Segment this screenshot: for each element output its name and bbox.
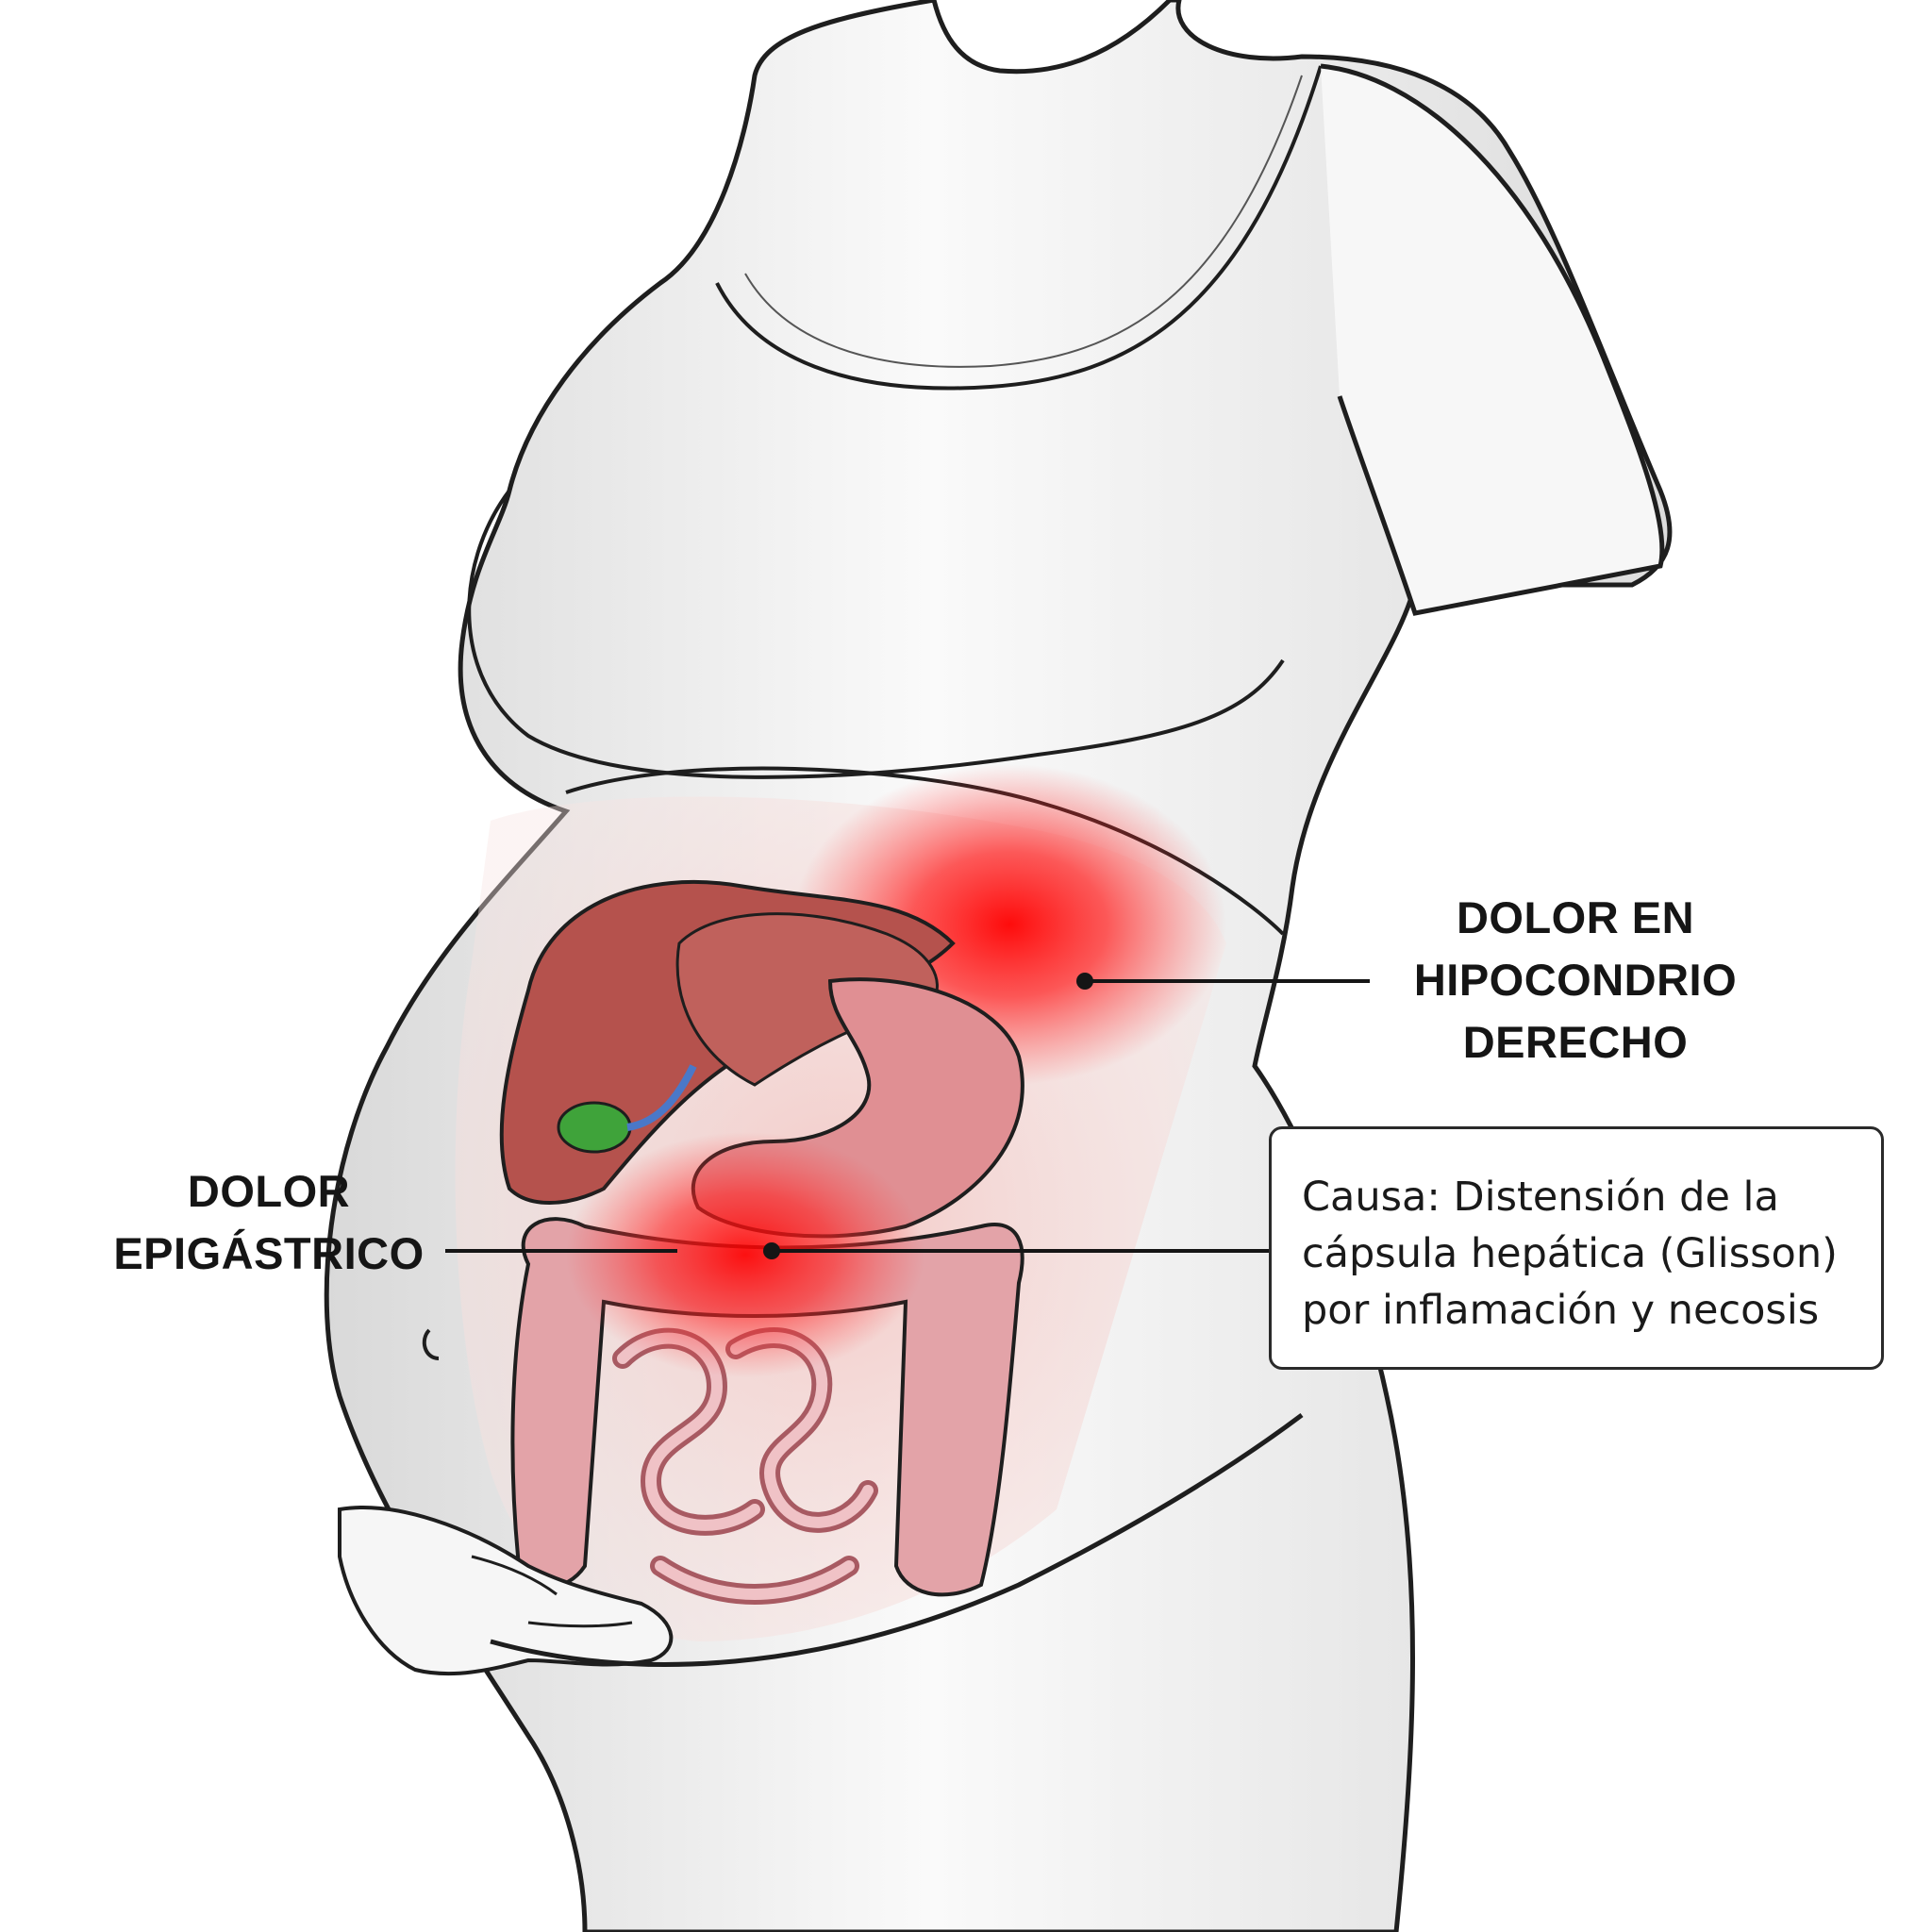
breast-contour [467, 489, 1285, 779]
waistband [490, 1412, 1304, 1667]
label-right-line-2: HIPOCONDRIO [1413, 955, 1738, 1005]
neckline [715, 65, 1323, 391]
label-epigastric: DOLOR EPIGÁSTRICO [90, 1160, 448, 1285]
cause-line-1: Causa: Distensión de la [1302, 1174, 1779, 1221]
gallbladder [557, 1101, 632, 1154]
cause-line-3: por inflamación y necosis [1302, 1287, 1820, 1334]
label-left-line-2: EPIGÁSTRICO [113, 1228, 425, 1278]
label-left-line-1: DOLOR [187, 1166, 351, 1216]
pain-glow-left [566, 1132, 924, 1377]
bile-duct [626, 1064, 697, 1131]
sleeve [1320, 63, 1665, 616]
label-right-line-1: DOLOR EN [1456, 892, 1695, 942]
cause-box: Causa: Distensión de la cápsula hepática… [1269, 1126, 1884, 1370]
cause-line-2: cápsula hepática (Glisson) [1302, 1230, 1838, 1277]
navel [422, 1328, 440, 1360]
neckline-inner [744, 75, 1303, 368]
pain-point-dot-center [763, 1242, 780, 1259]
hand [338, 1506, 674, 1676]
label-right-hypochondrium: DOLOR EN HIPOCONDRIO DERECHO [1349, 887, 1802, 1074]
pain-point-dot-right [1076, 973, 1093, 990]
label-right-line-3: DERECHO [1462, 1017, 1689, 1067]
